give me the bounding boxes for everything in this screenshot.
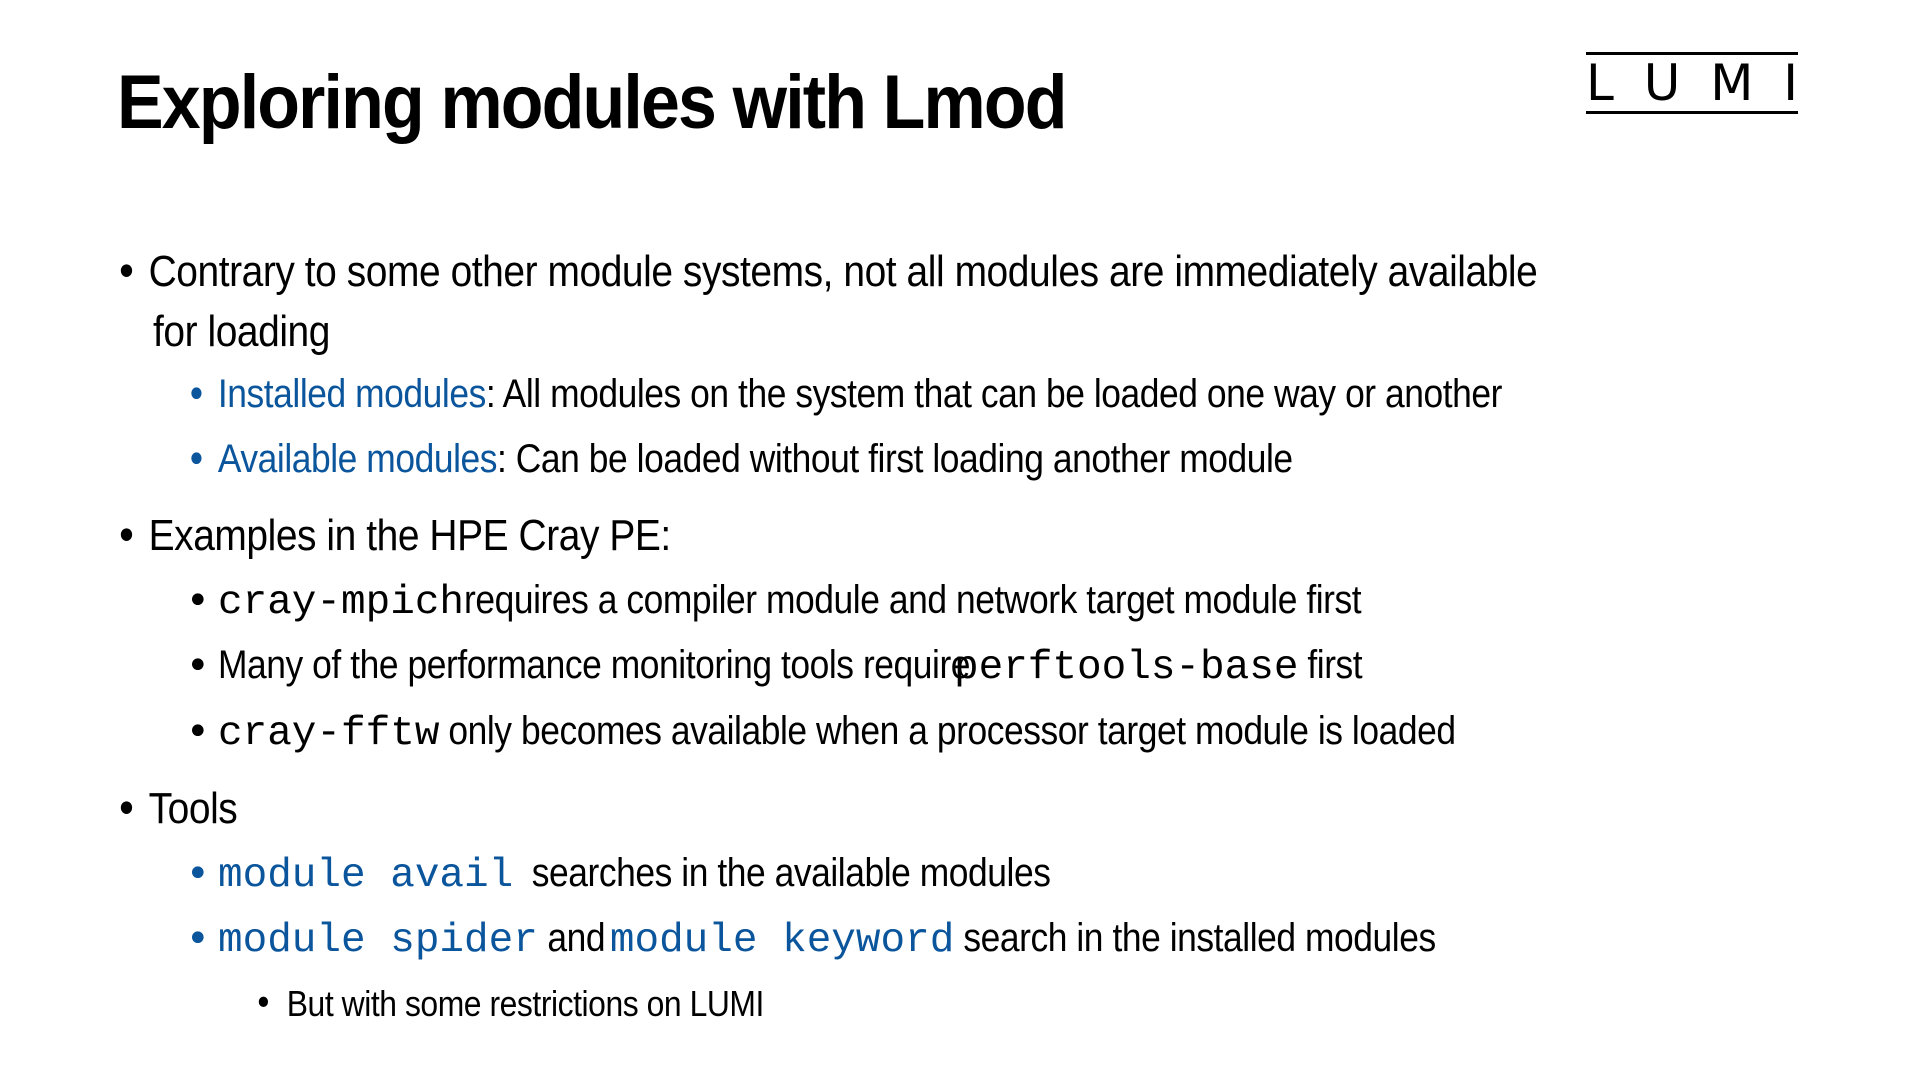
code-cray-fftw: cray-fftw bbox=[218, 711, 440, 757]
term-definition: : Can be loaded without first loading an… bbox=[496, 437, 1293, 481]
code-module-keyword: module keyword bbox=[609, 918, 955, 964]
bullet-dot-icon: • bbox=[254, 983, 273, 1024]
bullet-text: Contrary to some other module systems, n… bbox=[148, 247, 1538, 296]
bullet-text: for loading bbox=[153, 307, 330, 356]
term-installed-modules: Installed modules bbox=[217, 372, 486, 416]
bullet-text: But with some restrictions on LUMI bbox=[286, 983, 765, 1024]
bullet-text: and bbox=[537, 916, 615, 960]
logo-letter-l: L bbox=[1586, 54, 1614, 112]
bullet-dot-icon: • bbox=[186, 437, 207, 483]
bullet-content: Installed modules: All modules on the sy… bbox=[217, 372, 1503, 417]
bullet-text-continuation: for loading bbox=[153, 307, 330, 357]
bullet-content: module avail searches in the available m… bbox=[218, 851, 1121, 899]
bullet-text: searches in the available modules bbox=[513, 851, 1051, 895]
lumi-logo: L U M I bbox=[1586, 52, 1798, 114]
term-available-modules: Available modules bbox=[217, 437, 498, 481]
bullet-dot-icon: • bbox=[115, 511, 138, 562]
bullet-dot-icon: • bbox=[186, 643, 210, 689]
bullet-content: module spider and module keyword search … bbox=[218, 916, 1499, 964]
bullet-dot-icon: • bbox=[186, 372, 207, 418]
bullet-dot-icon: • bbox=[186, 709, 210, 755]
bullet-text: Many of the performance monitoring tools… bbox=[218, 643, 980, 687]
bullet-text: Examples in the HPE Cray PE: bbox=[148, 511, 672, 560]
bullet-text: first bbox=[1298, 643, 1363, 687]
bullet-dot-icon: • bbox=[186, 851, 210, 897]
logo-bottom-rule bbox=[1586, 111, 1798, 114]
slide-title: Exploring modules with Lmod bbox=[117, 60, 1067, 145]
bullet-content: Available modules: Can be loaded without… bbox=[218, 437, 1293, 482]
bullet-text: only becomes available when a processor … bbox=[439, 709, 1457, 753]
bullet-dot-icon: • bbox=[186, 916, 210, 962]
bullet-dot-icon: • bbox=[115, 247, 138, 298]
bullet-content: cray-mpich requires a compiler module an… bbox=[218, 578, 1478, 626]
term-definition: : All modules on the system that can be … bbox=[485, 372, 1503, 416]
bullet-content: Many of the performance monitoring tools… bbox=[218, 643, 1371, 691]
logo-top-rule bbox=[1586, 52, 1798, 55]
logo-letters: L U M I bbox=[1586, 54, 1798, 112]
bullet-text: requires a compiler module and network t… bbox=[464, 578, 1362, 622]
code-module-avail: module avail bbox=[218, 853, 514, 899]
code-cray-mpich: cray-mpich bbox=[218, 580, 465, 626]
code-perftools-base: perftools-base bbox=[954, 645, 1299, 691]
logo-letter-i: I bbox=[1783, 54, 1798, 112]
bullet-text: search in the installed modules bbox=[954, 916, 1437, 960]
bullet-content: cray-fftw only becomes available when a … bbox=[218, 709, 1588, 757]
bullet-text: Tools bbox=[148, 784, 238, 833]
bullet-dot-icon: • bbox=[115, 784, 138, 835]
logo-letter-m: M bbox=[1710, 54, 1754, 112]
bullet-dot-icon: • bbox=[186, 578, 210, 624]
logo-letter-u: U bbox=[1643, 54, 1681, 112]
code-module-spider: module spider bbox=[218, 918, 538, 964]
